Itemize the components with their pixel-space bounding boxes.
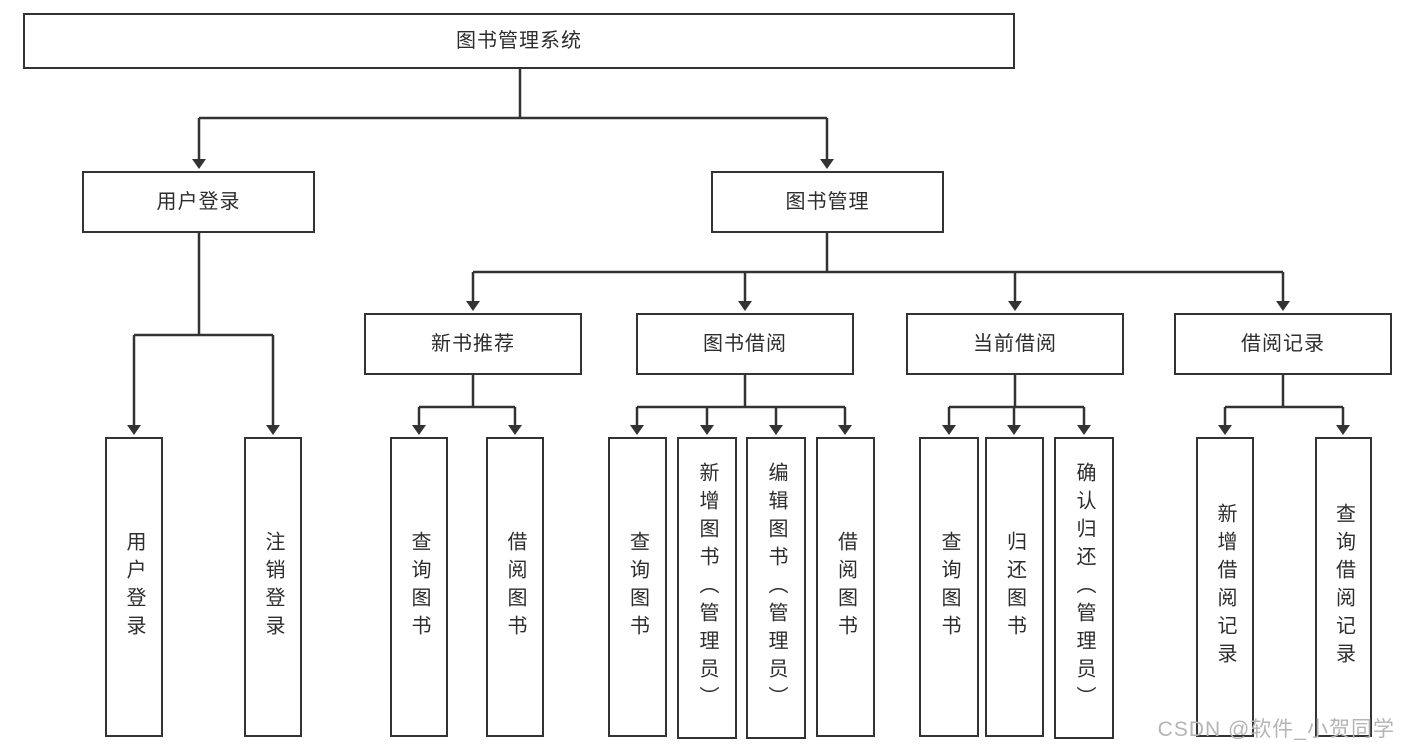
leaf-borrow-books-recommend: 借阅图书 <box>486 437 544 737</box>
node-label: 借阅记录 <box>1241 333 1325 355</box>
node-label: 注销登录 <box>262 531 284 643</box>
node-label: 借阅图书 <box>834 531 857 643</box>
node-library-management-system: 图书管理系统 <box>23 13 1015 69</box>
node-label: 用户登录 <box>123 531 145 643</box>
node-label: 查询图书 <box>408 531 430 643</box>
node-label: 新增借阅记录 <box>1214 503 1236 671</box>
node-label: 确认归还（管理员） <box>1073 462 1095 714</box>
leaf-query-borrow-record: 查询借阅记录 <box>1315 437 1372 737</box>
leaf-query-books-recommend: 查询图书 <box>390 437 448 737</box>
node-label: 图书借阅 <box>703 333 787 355</box>
node-book-borrowing: 图书借阅 <box>636 313 854 375</box>
node-label: 新增图书（管理员） <box>696 462 718 714</box>
leaf-add-borrow-record: 新增借阅记录 <box>1196 437 1254 737</box>
node-label: 查询借阅记录 <box>1332 503 1355 671</box>
node-user-login: 用户登录 <box>82 171 315 233</box>
csdn-watermark: CSDN @软件_小贺同学 <box>1157 718 1395 741</box>
node-new-book-recommendation: 新书推荐 <box>364 313 582 375</box>
node-label: 查询图书 <box>626 531 649 643</box>
leaf-edit-books-admin: 编辑图书（管理员） <box>746 437 806 739</box>
leaf-user-login: 用户登录 <box>105 437 163 737</box>
node-book-management: 图书管理 <box>711 171 944 233</box>
node-borrowing-records: 借阅记录 <box>1174 313 1392 375</box>
leaf-confirm-return-admin: 确认归还（管理员） <box>1054 437 1114 739</box>
node-label: 编辑图书（管理员） <box>765 462 787 714</box>
node-label: 用户登录 <box>156 191 241 213</box>
node-label: 图书管理系统 <box>456 30 582 52</box>
node-label: 新书推荐 <box>431 333 515 355</box>
leaf-query-books-borrowing: 查询图书 <box>608 437 667 737</box>
node-label: 查询图书 <box>938 531 960 643</box>
node-label: 图书管理 <box>785 191 870 213</box>
leaf-logout: 注销登录 <box>244 437 302 737</box>
leaf-return-books: 归还图书 <box>985 437 1044 737</box>
node-label: 归还图书 <box>1003 531 1026 643</box>
node-label: 当前借阅 <box>973 333 1057 355</box>
node-current-borrowing: 当前借阅 <box>906 313 1124 375</box>
leaf-query-books-current: 查询图书 <box>919 437 979 737</box>
leaf-borrow-books-borrowing: 借阅图书 <box>816 437 875 737</box>
leaf-add-books-admin: 新增图书（管理员） <box>677 437 737 739</box>
node-label: 借阅图书 <box>504 531 526 643</box>
